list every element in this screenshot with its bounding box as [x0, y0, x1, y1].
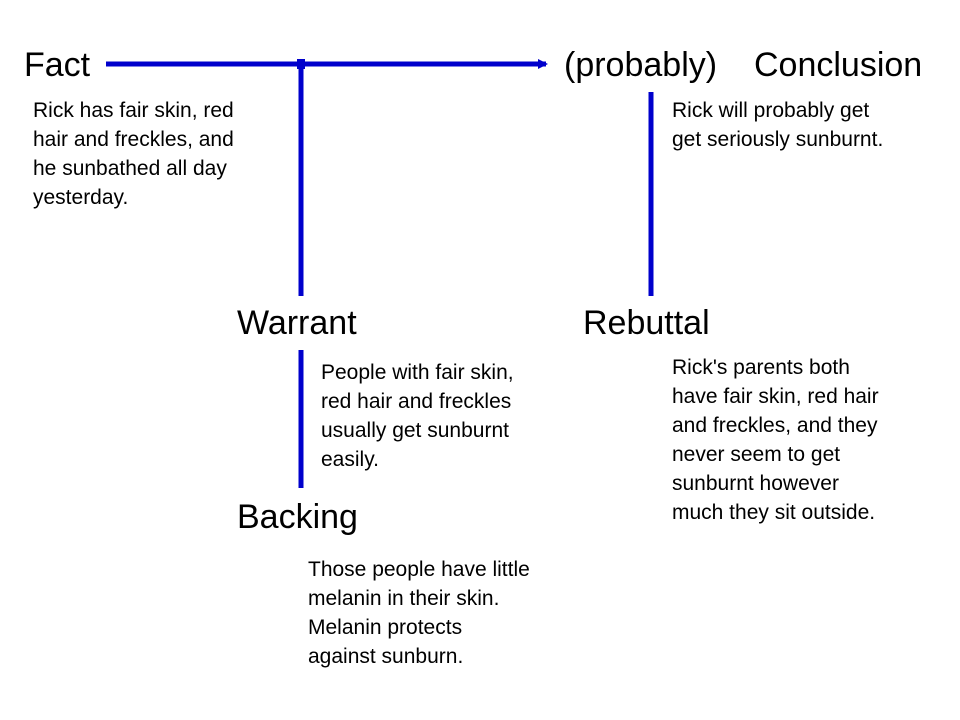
backing-text-line: melanin in their skin. [308, 587, 500, 610]
backing-text: Those people have little melanin in thei… [308, 555, 530, 671]
rebuttal-text-line: sunburnt however [672, 472, 839, 495]
conclusion-heading: Conclusion [754, 46, 923, 84]
conclusion-text-line: get seriously sunburnt. [672, 128, 884, 151]
fact-text-line: hair and freckles, and [33, 128, 234, 151]
rebuttal-heading: Rebuttal [583, 304, 710, 342]
backing-text-line: against sunburn. [308, 645, 464, 668]
fact-text-line: Rick has fair skin, red [33, 99, 234, 122]
backing-heading: Backing [237, 498, 358, 536]
fact-text-line: yesterday. [33, 186, 129, 209]
rebuttal-text-line: Rick's parents both [672, 356, 850, 379]
warrant-text-line: red hair and freckles [321, 390, 512, 413]
warrant-text-line: People with fair skin, [321, 361, 514, 384]
qualifier-label: (probably) [564, 46, 718, 84]
rebuttal-text-line: never seem to get [672, 443, 841, 466]
rebuttal-text-line: much they sit outside. [672, 501, 876, 524]
backing-text-line: Those people have little [308, 558, 530, 581]
warrant-text: People with fair skin, red hair and frec… [321, 358, 514, 474]
arrow-junction-mark [297, 59, 305, 69]
rebuttal-text-line: and freckles, and they [672, 414, 878, 437]
backing-text-line: Melanin protects [308, 616, 463, 639]
fact-heading: Fact [24, 46, 91, 84]
fact-text-line: he sunbathed all day [33, 157, 227, 180]
rebuttal-text-line: have fair skin, red hair [672, 385, 879, 408]
rebuttal-text: Rick's parents both have fair skin, red … [672, 353, 879, 527]
warrant-heading: Warrant [237, 304, 357, 342]
fact-text: Rick has fair skin, red hair and freckle… [33, 96, 234, 212]
conclusion-text-line: Rick will probably get [672, 99, 870, 122]
warrant-text-line: easily. [321, 448, 379, 471]
conclusion-text: Rick will probably get get seriously sun… [672, 96, 883, 154]
warrant-text-line: usually get sunburnt [321, 419, 509, 442]
